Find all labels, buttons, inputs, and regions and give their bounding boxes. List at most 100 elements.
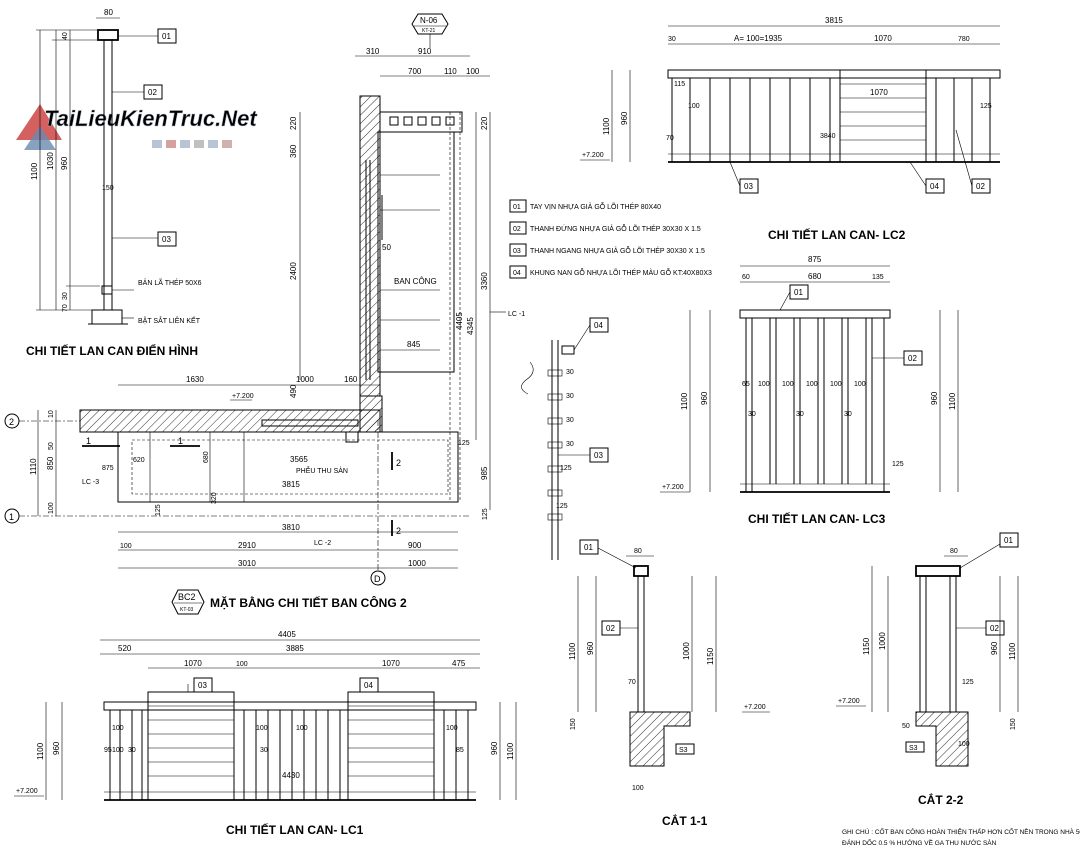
lc2-callout-04: 04 [930, 182, 939, 191]
lc2-dim-70: 70 [666, 135, 674, 142]
lc3-dim-960: 960 [700, 391, 709, 405]
cut-2-bottom: 2 [396, 526, 401, 536]
lc2-dim-1070-top: 1070 [874, 34, 892, 43]
sec-dim-105: 125 [560, 465, 572, 472]
lc1-dim-95: 95 [104, 747, 112, 754]
callout-02: 02 [148, 88, 157, 97]
sec-dim-30a: 30 [566, 369, 574, 376]
cut-1-left: 1 [86, 436, 91, 446]
cut1-dim-1100: 1100 [568, 642, 577, 660]
plan-dim-1000-top: 1000 [296, 375, 314, 384]
plan-dim-50b: 50 [48, 442, 55, 450]
plan-dim-1110: 1110 [29, 458, 38, 475]
plan-dim-100c: 100 [120, 543, 132, 550]
lc1-dim-1070b: 1070 [382, 659, 400, 668]
plan-dim-620: 620 [133, 457, 145, 464]
lc1-dim-100b: 100 [256, 725, 268, 732]
legend-code-03: 03 [513, 248, 521, 255]
legend-text-02: THANH ĐỨNG NHỰA GIẢ GỖ LÕI THÉP 30X30 X … [530, 224, 701, 233]
lc1-dim-960: 960 [52, 741, 61, 755]
plan-dim-680: 680 [203, 451, 210, 463]
sec-dim-25: 125 [556, 503, 568, 510]
legend: 01 TAY VỊN NHỰA GIẢ GỖ LÕI THÉP 80X40 02… [509, 199, 712, 279]
plan-dim-10: 10 [48, 410, 55, 418]
lc3-dim-1100: 1100 [680, 392, 689, 410]
lc1-dim-30b: 30 [260, 747, 268, 754]
lc2-dim-1100: 1100 [602, 117, 611, 135]
panel-section-detail: 04 03 30 30 30 30 125 125 [521, 317, 609, 560]
grid-bubble-2: 2 [9, 417, 14, 427]
plan-dim-875: 875 [102, 465, 114, 472]
typical-railing-detail: 80 1100 1030 960 40 30 70 150 01 02 03 B… [30, 8, 202, 325]
watermark-text: TaiLieuKienTruc.Net [44, 106, 258, 131]
cut-2-2: S3 80 1150 1000 960 1100 150 125 100 50 … [836, 532, 1019, 767]
cut2-dim-100: 100 [958, 741, 970, 748]
cut2-s3: S3 [909, 745, 918, 752]
legend-code-04: 04 [513, 270, 521, 277]
plan-level: +7.200 [232, 393, 254, 400]
dim-40: 40 [62, 32, 69, 40]
cut-2-top: 2 [396, 458, 401, 468]
plan-tag-top: BC2 [178, 592, 196, 602]
title-cut22: CẮT 2-2 [918, 792, 964, 807]
lc1-dim-960r: 960 [490, 741, 499, 755]
lc3-dim-30a: 30 [748, 411, 756, 418]
lc1-dim-85: 85 [456, 747, 464, 754]
dim-30: 30 [62, 292, 69, 300]
callout-03: 03 [162, 235, 171, 244]
label-balcony: BAN CÔNG [394, 277, 437, 286]
title-lc1: CHI TIẾT LAN CAN- LC1 [226, 822, 364, 837]
lc1-dim-4430: 4430 [282, 771, 300, 780]
lc3-dim-875: 875 [808, 255, 822, 264]
dim-70: 70 [62, 304, 69, 312]
lc1-dim-1070a: 1070 [184, 659, 202, 668]
cut1-dim-70: 70 [628, 679, 636, 686]
title-lc3: CHI TIẾT LAN CAN- LC3 [748, 511, 886, 526]
sec-dim-30c: 30 [566, 417, 574, 424]
plan-dim-985: 985 [480, 466, 489, 480]
lc1-dim-100d: 100 [446, 725, 458, 732]
lc3-dim-65: 65 [742, 381, 750, 388]
lc3-dim-30b: 30 [796, 411, 804, 418]
legend-text-03: THANH NGANG NHỰA GIẢ GỖ LÕI THÉP 30X30 X… [530, 246, 705, 255]
cut2-dim-125: 125 [962, 679, 974, 686]
plan-dim-100b: 100 [48, 502, 55, 514]
cut2-callout-02: 02 [990, 624, 999, 633]
cut2-dim-960: 960 [990, 641, 999, 655]
plan-dim-2400: 2400 [289, 262, 298, 280]
lc1-dim-520: 520 [118, 644, 132, 653]
sec-dim-30d: 30 [566, 441, 574, 448]
legend-text-04: KHUNG NAN GỖ NHỰA LÕI THÉP MÀU GỖ KT:40X… [530, 268, 712, 277]
plan-dim-700: 700 [408, 67, 422, 76]
dim-150: 150 [102, 185, 114, 192]
cut2-dim-1100: 1100 [1008, 642, 1017, 660]
lc2-elevation: 3815 30 A= 100=1935 1070 780 1070 115 38… [580, 16, 1001, 194]
plan-dim-160: 160 [344, 375, 358, 384]
lc1-dim-475: 475 [452, 659, 466, 668]
lc3-elevation: 875 60 680 135 65 100 100 100 100 100 30… [660, 255, 959, 493]
cut-1-1: S3 80 1100 960 150 1000 1150 70 100 +7.2… [568, 539, 770, 792]
cut2-dim-1000: 1000 [878, 632, 887, 650]
lc1-callout-04: 04 [364, 681, 373, 690]
note-plate: BẢN LÃ THÉP 50X6 [138, 278, 202, 287]
cut1-dim-1000: 1000 [682, 642, 691, 660]
lc3-dim-100e: 100 [854, 381, 866, 388]
cut2-dim-50: 50 [902, 723, 910, 730]
callout-03-section: 03 [594, 451, 603, 460]
label-drain: PHỄU THU SÀN [296, 466, 348, 475]
legend-text-01: TAY VỊN NHỰA GIẢ GỖ LÕI THÉP 80X40 [530, 202, 661, 211]
plan-dim-3565: 3565 [290, 455, 308, 464]
cut1-level: +7.200 [744, 704, 766, 711]
plan-dim-490: 490 [289, 384, 298, 398]
cut1-dim-1150: 1150 [706, 647, 715, 665]
plan-dim-125c: 125 [155, 504, 162, 516]
lc3-dim-125: 125 [892, 461, 904, 468]
lc2-dim-30: 30 [668, 36, 676, 43]
lc3-callout-02: 02 [908, 354, 917, 363]
lc1-dim-4405: 4405 [278, 630, 296, 639]
lc3-dim-960r: 960 [930, 391, 939, 405]
lc3-level: +7.200 [662, 484, 684, 491]
lc3-dim-60: 60 [742, 274, 750, 281]
cut2-level: +7.200 [838, 698, 860, 705]
lc1-callout-03: 03 [198, 681, 207, 690]
